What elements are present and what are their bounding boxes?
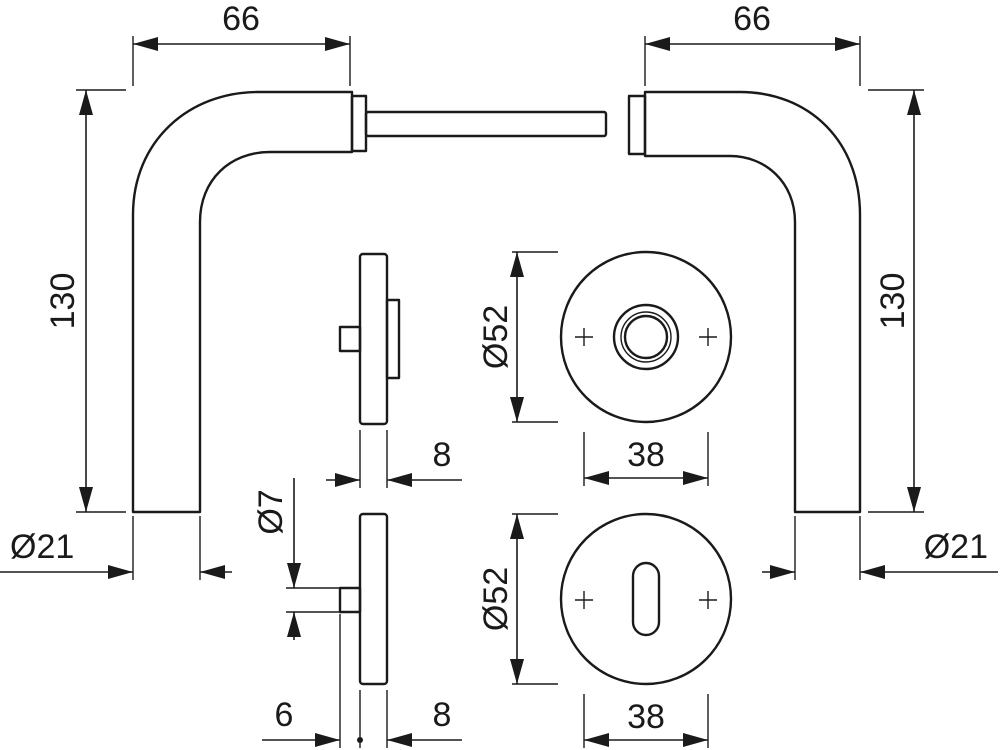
rose-side-view-bottom bbox=[338, 512, 389, 686]
dimension-rose-bottom-diameter: Ø52 bbox=[477, 513, 558, 685]
dimension-label-right-projection: 66 bbox=[733, 0, 771, 38]
dimension-rose-bottom-screw-spacing: 38 bbox=[583, 694, 709, 748]
dimension-label-right-height: 130 bbox=[874, 273, 912, 330]
dimension-label-keyhole-offset: 6 bbox=[275, 696, 294, 734]
dimension-left-lever-height: 130 bbox=[44, 89, 126, 513]
rose-side-view-top bbox=[338, 252, 401, 426]
dimension-label-left-projection: 66 bbox=[222, 0, 260, 38]
dimension-rose-bottom-thickness: 8 bbox=[359, 690, 462, 748]
rose-front-view-bottom bbox=[559, 512, 733, 686]
dimension-right-lever-diameter: Ø21 bbox=[762, 516, 998, 580]
dimension-right-lever-projection: 66 bbox=[644, 0, 861, 86]
dimension-left-lever-projection: 66 bbox=[132, 0, 351, 86]
dimension-label-rose-bottom-thickness: 8 bbox=[433, 696, 452, 734]
dimension-label-rose-top-spacing: 38 bbox=[627, 436, 665, 474]
dimension-rose-top-diameter: Ø52 bbox=[477, 251, 558, 423]
dimension-right-lever-height: 130 bbox=[868, 89, 924, 513]
dimension-keyhole-offset: 6 bbox=[262, 614, 363, 748]
dimension-label-right-diameter: Ø21 bbox=[924, 528, 988, 566]
dimension-label-left-diameter: Ø21 bbox=[10, 528, 74, 566]
dimension-rose-top-screw-spacing: 38 bbox=[583, 432, 709, 486]
dimension-label-left-height: 130 bbox=[44, 273, 82, 330]
dimension-label-rose-bottom-diameter: Ø52 bbox=[477, 567, 515, 631]
rose-front-view-top bbox=[559, 250, 733, 424]
dimension-rose-top-thickness: 8 bbox=[326, 430, 462, 488]
dimension-label-keyhole-diameter: Ø7 bbox=[252, 489, 290, 534]
dimension-label-rose-top-thickness: 8 bbox=[433, 436, 452, 474]
dimension-label-rose-top-diameter: Ø52 bbox=[477, 305, 515, 369]
dimension-label-rose-bottom-spacing: 38 bbox=[627, 698, 665, 736]
dimension-left-lever-diameter: Ø21 bbox=[0, 516, 232, 580]
right-lever-handle bbox=[627, 90, 862, 514]
left-lever-handle bbox=[131, 90, 608, 514]
dimension-keyhole-diameter: Ø7 bbox=[252, 478, 340, 640]
